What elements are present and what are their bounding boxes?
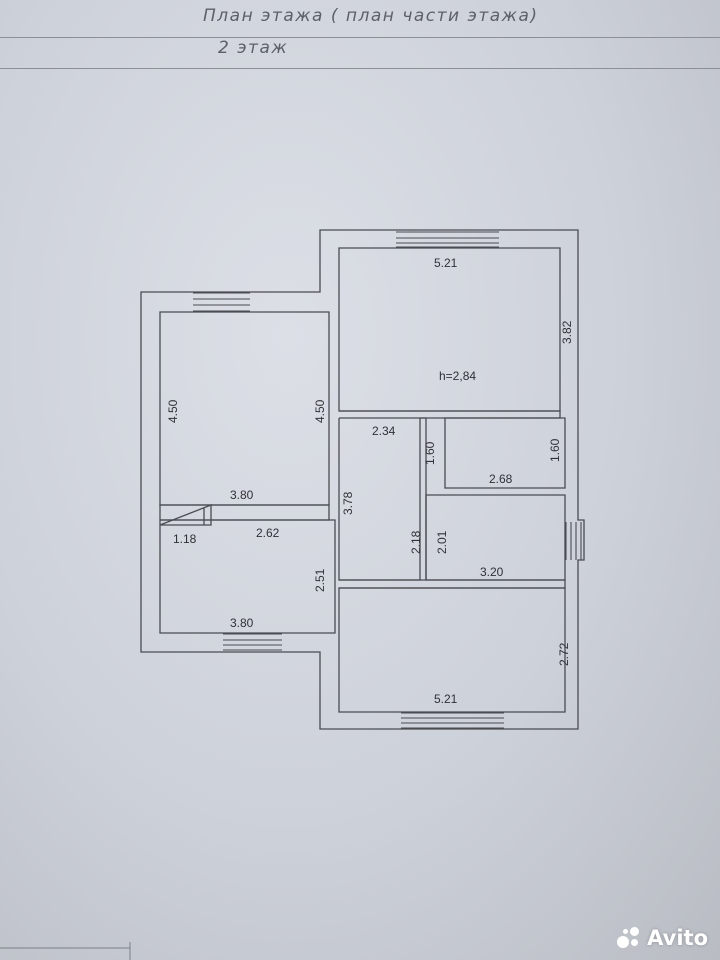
dim-bath-side-depth: 1.60 — [548, 438, 562, 462]
avito-wordmark: Avito — [647, 926, 708, 950]
ceiling-height-label: h=2,84 — [439, 369, 476, 383]
partition-bottom — [339, 579, 566, 589]
dim-corridor-width: 2.34 — [372, 424, 396, 438]
dim-top-left-width: 3.80 — [230, 488, 254, 502]
dim-corridor-depth: 3.78 — [341, 491, 355, 515]
bath-wall — [420, 417, 427, 580]
hall-outline — [159, 504, 330, 521]
dim-top-left-depth-outer: 4.50 — [166, 399, 180, 423]
header-rule-2 — [0, 68, 720, 69]
dim-bottom-left-depth: 2.51 — [313, 568, 327, 592]
floor-label: 2 этаж — [218, 38, 289, 58]
partition-top — [339, 410, 561, 419]
stair-triangle — [159, 504, 212, 526]
dim-stair-width: 1.18 — [173, 532, 197, 546]
outer-wall — [140, 229, 585, 730]
dim-bath-width: 3.20 — [480, 565, 504, 579]
dim-small-room-width: 2.68 — [489, 472, 513, 486]
dim-bottom-right-width: 5.21 — [434, 692, 458, 706]
dimension-labels: 5.21 3.82 h=2,84 4.50 4.50 3.80 2.34 3.7… — [166, 256, 574, 706]
dim-small-room-depth: 1.60 — [423, 441, 437, 465]
form-border — [0, 942, 131, 960]
dim-top-right-depth: 3.82 — [560, 320, 574, 344]
avito-logo-icon — [617, 927, 643, 949]
header-rule-1 — [0, 37, 720, 38]
dim-bath-depth-outer: 2.18 — [409, 530, 423, 554]
room-small-outline — [444, 417, 566, 489]
room-top-left-outline — [159, 311, 330, 506]
dim-top-left-depth-inner: 4.50 — [313, 399, 327, 423]
room-top-right-outline — [338, 247, 561, 412]
dim-bottom-left-width: 3.80 — [230, 616, 254, 630]
room-bottom-left-outline — [159, 519, 336, 634]
dim-top-right-width: 5.21 — [434, 256, 458, 270]
window-right — [565, 522, 582, 560]
windows — [193, 231, 582, 729]
dim-bottom-right-depth: 2.72 — [557, 642, 571, 666]
window-top-right — [396, 231, 499, 248]
plan-title: План этажа ( план части этажа) — [203, 6, 539, 26]
room-bottom-right-outline — [338, 587, 566, 713]
window-top-left — [193, 292, 250, 312]
avito-watermark: Avito — [617, 926, 708, 950]
window-bottom-right — [401, 712, 504, 729]
dim-bath-depth-inner: 2.01 — [435, 530, 449, 554]
walls — [140, 229, 585, 730]
window-bottom-left — [223, 633, 282, 651]
dim-hall-width: 2.62 — [256, 526, 280, 540]
